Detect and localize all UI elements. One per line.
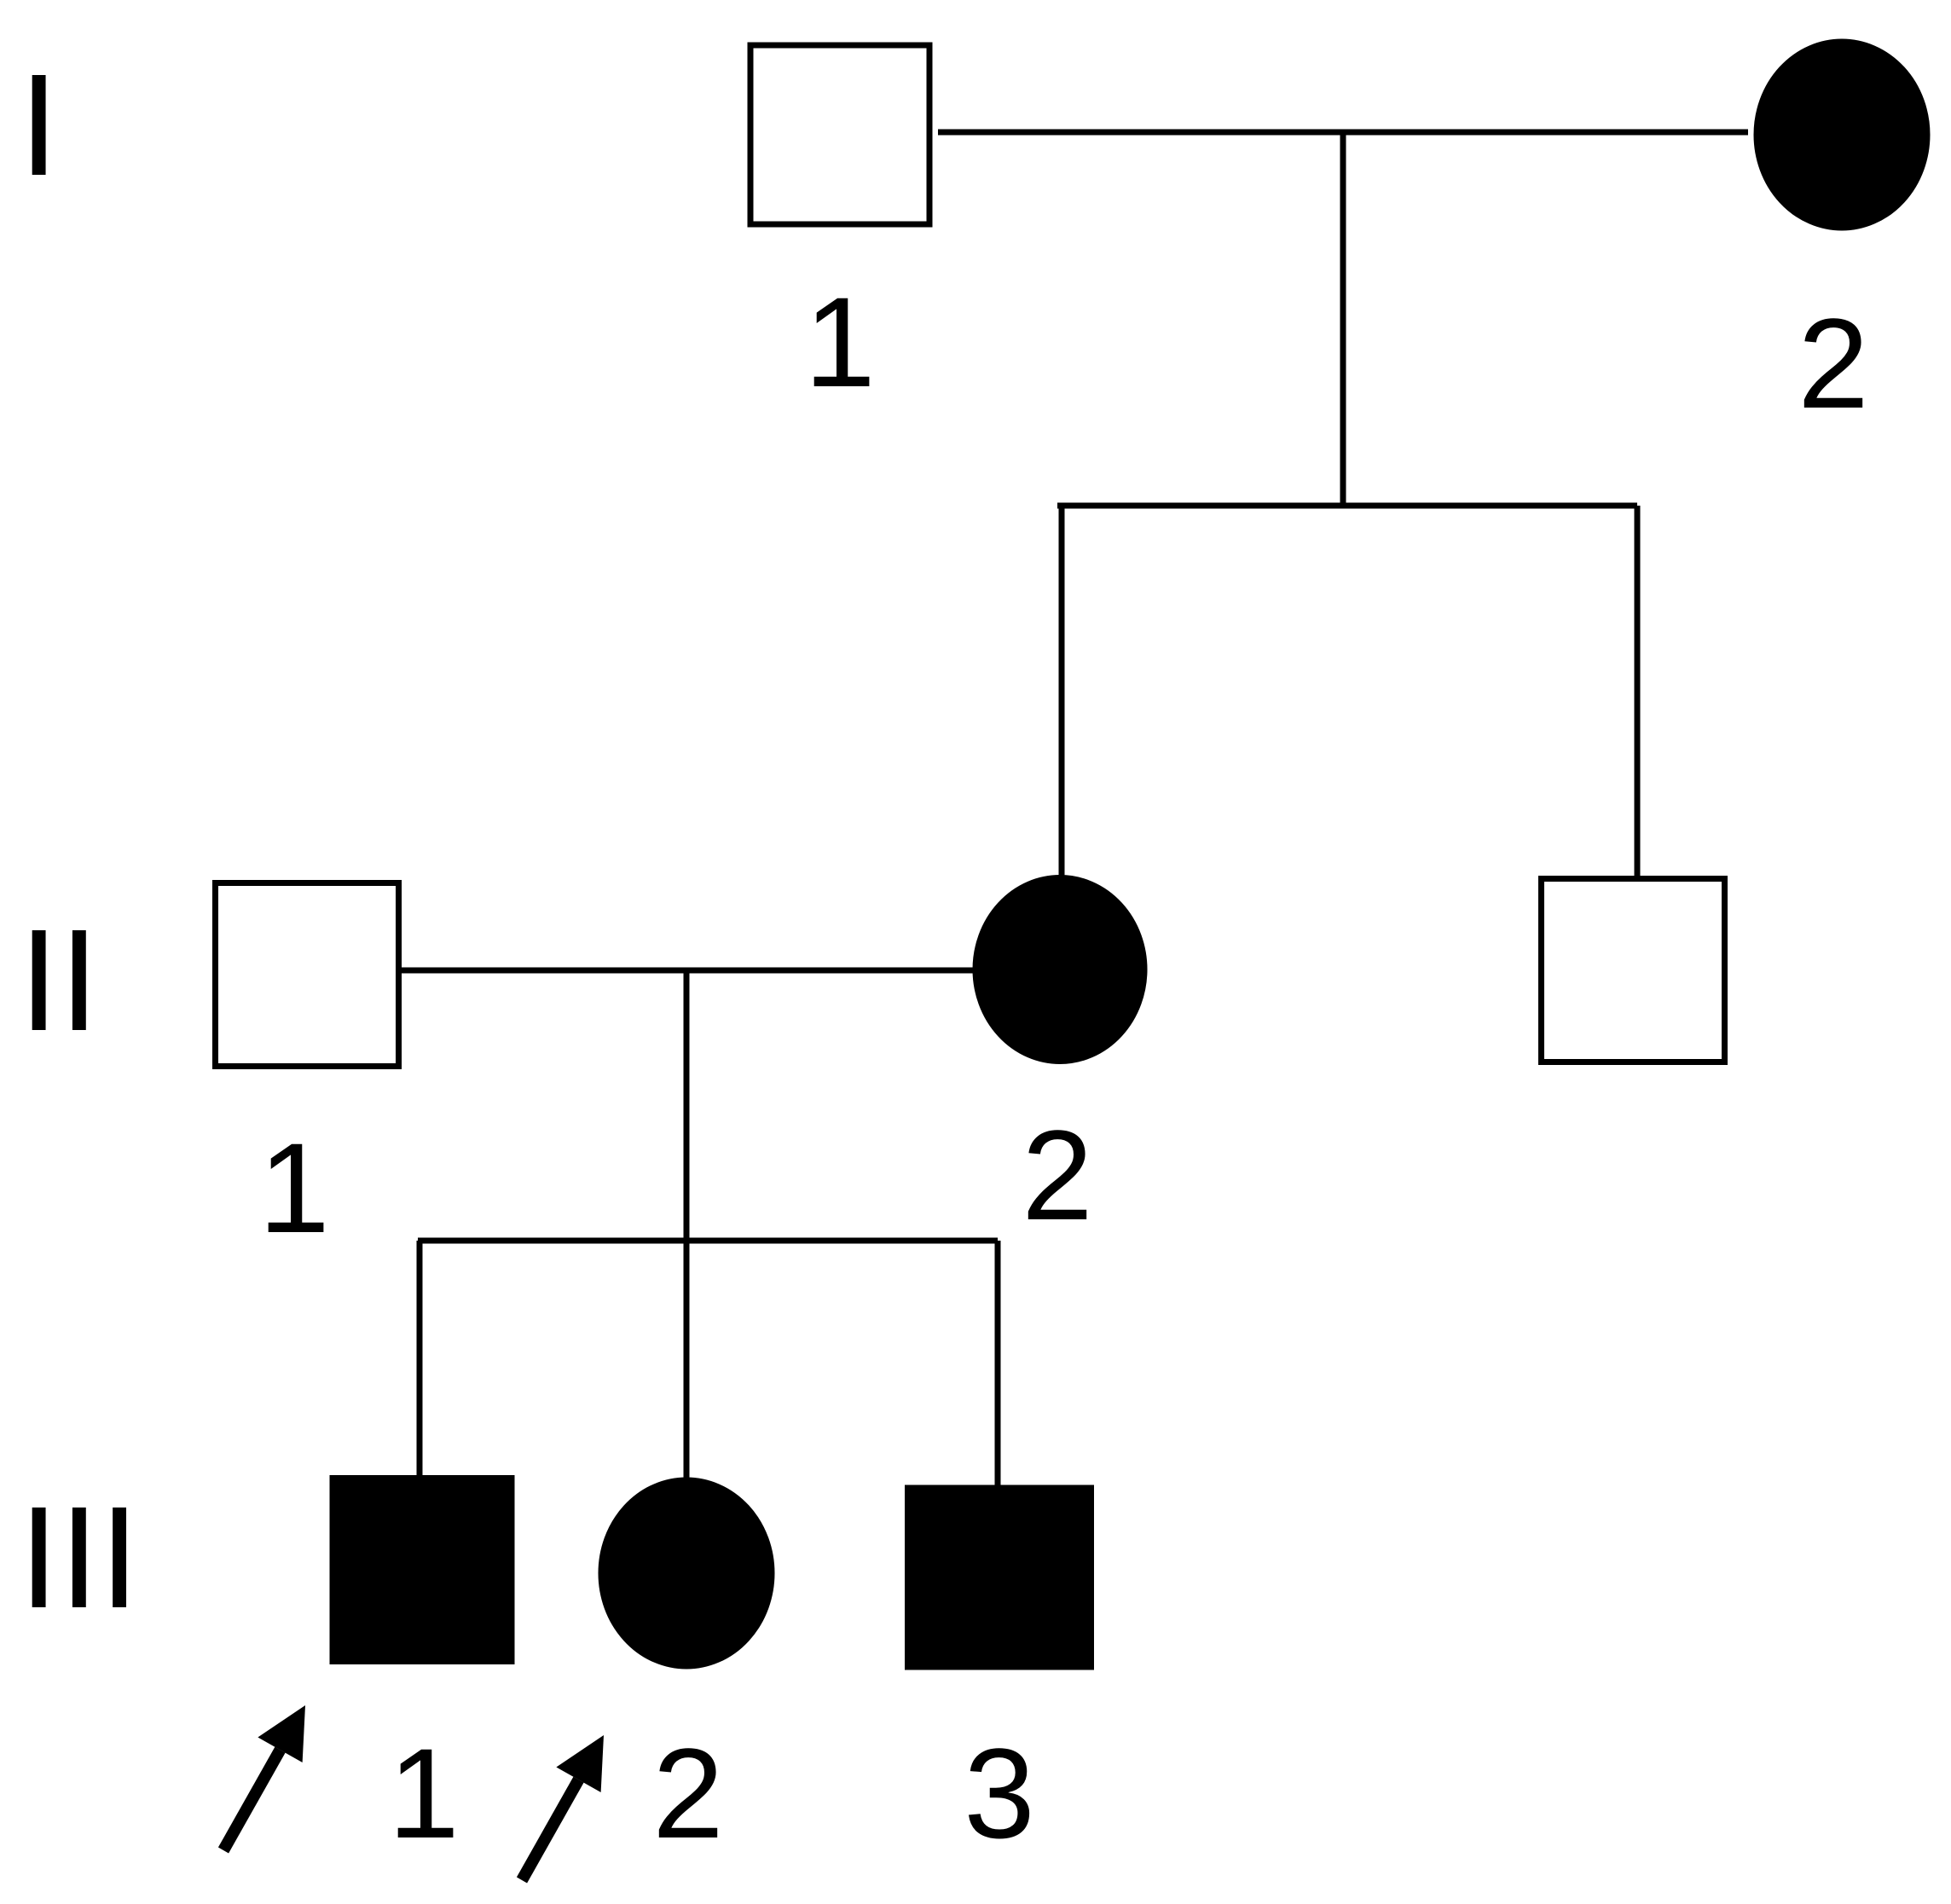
proband-arrows bbox=[217, 1705, 604, 1884]
label-III-2: 2 bbox=[652, 1722, 723, 1865]
generation-label-II: II bbox=[19, 900, 99, 1062]
label-III-3: 3 bbox=[964, 1722, 1034, 1865]
label-II-2: 2 bbox=[1022, 1103, 1092, 1247]
proband-arrow-head-III-1 bbox=[258, 1705, 305, 1762]
individual-I-1-square bbox=[747, 42, 933, 228]
generation-label-III: III bbox=[19, 1477, 140, 1639]
label-I-1: 1 bbox=[804, 270, 875, 414]
label-I-2: 2 bbox=[1798, 292, 1868, 435]
individual-II-3-square bbox=[1538, 876, 1728, 1065]
individual-III-3-square bbox=[905, 1484, 1094, 1670]
proband-arrow-shaft-III-2 bbox=[516, 1776, 584, 1884]
individual-I-2-circle bbox=[1753, 38, 1931, 231]
individuals-group bbox=[212, 38, 1931, 1670]
proband-arrow-head-III-2 bbox=[556, 1735, 604, 1792]
individual-II-2-circle bbox=[972, 875, 1148, 1064]
individual-III-2-circle bbox=[598, 1477, 775, 1670]
label-II-1: 1 bbox=[258, 1116, 329, 1259]
individual-III-1-square bbox=[329, 1475, 515, 1664]
label-III-1: 1 bbox=[388, 1722, 459, 1865]
generation-label-I: I bbox=[19, 44, 59, 206]
proband-arrow-shaft-III-1 bbox=[217, 1746, 286, 1854]
individual-II-1-square bbox=[212, 880, 402, 1069]
